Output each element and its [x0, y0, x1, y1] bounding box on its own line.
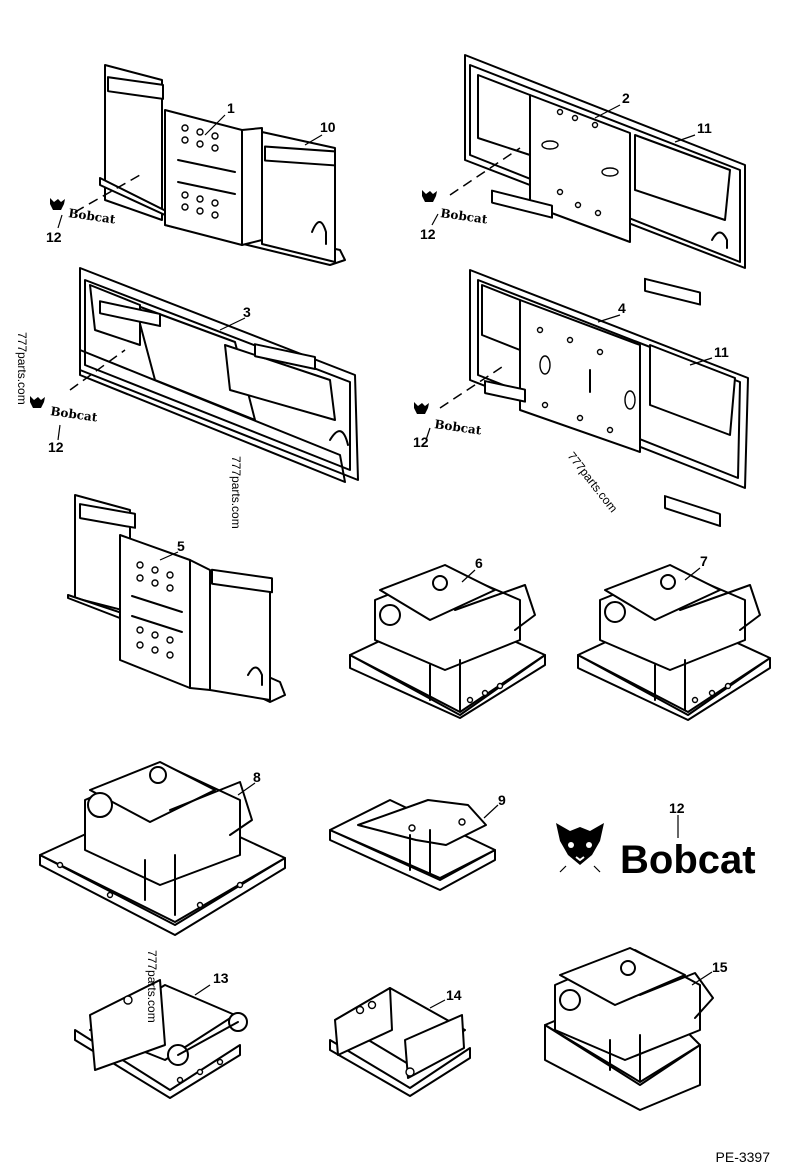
- callout-13: 13: [213, 970, 229, 986]
- callout-15: 15: [712, 959, 728, 975]
- callout-7: 7: [700, 553, 708, 569]
- part-2-wide-mount-plate: [449, 54, 746, 306]
- callout-12d: 12: [413, 434, 429, 450]
- callout-12b: 12: [420, 226, 436, 242]
- callout-12e: 12: [669, 800, 685, 816]
- svg-text:Bobcat: Bobcat: [434, 417, 483, 437]
- decal-icon-12c: Bobcat: [30, 396, 99, 425]
- part-13-coupler: [74, 979, 248, 1099]
- callout-4: 4: [618, 300, 626, 316]
- callout-8: 8: [253, 769, 261, 785]
- svg-text:Bobcat: Bobcat: [68, 206, 117, 226]
- leader-lines: [57, 104, 713, 1009]
- part-8-coupler: [39, 761, 286, 936]
- decal-icon-12a: Bobcat: [50, 198, 117, 227]
- watermark-center: 777parts.com: [229, 456, 243, 529]
- decal-icon-12b: Bobcat: [422, 190, 489, 227]
- svg-text:Bobcat: Bobcat: [50, 404, 99, 424]
- part-14-coupler: [329, 987, 471, 1097]
- watermark-left: 777parts.com: [15, 332, 29, 405]
- callout-1: 1: [227, 100, 235, 116]
- callout-12c: 12: [48, 439, 64, 455]
- part-1-mount-plate: [74, 64, 346, 266]
- watermark-right: 777parts.com: [565, 449, 621, 515]
- bobcat-logo-wordmark: Bobcat: [620, 838, 756, 882]
- bobcat-logo-icon: [556, 823, 604, 873]
- part-4-mount-plate: [439, 269, 749, 527]
- callout-2: 2: [622, 90, 630, 106]
- part-3-long-mount-plate: [69, 267, 359, 483]
- part-7-coupler: [577, 564, 771, 721]
- drawing-code: PE-3397: [716, 1149, 771, 1165]
- callout-14: 14: [446, 987, 462, 1003]
- part-5-mount-plate: [67, 494, 286, 703]
- callout-11b: 11: [714, 344, 729, 360]
- part-6-coupler: [349, 564, 546, 719]
- part-9-coupler: [329, 799, 496, 891]
- callout-6: 6: [475, 555, 483, 571]
- part-15-coupler: [544, 947, 714, 1111]
- callout-9: 9: [498, 792, 506, 808]
- callout-11a: 11: [697, 120, 712, 136]
- decal-icon-12d: Bobcat: [414, 402, 483, 438]
- watermark-bottom: 777parts.com: [145, 950, 159, 1023]
- callout-3: 3: [243, 304, 251, 320]
- callout-12a: 12: [46, 229, 62, 245]
- callout-5: 5: [177, 538, 185, 554]
- callout-10: 10: [320, 119, 336, 135]
- svg-text:Bobcat: Bobcat: [440, 206, 489, 226]
